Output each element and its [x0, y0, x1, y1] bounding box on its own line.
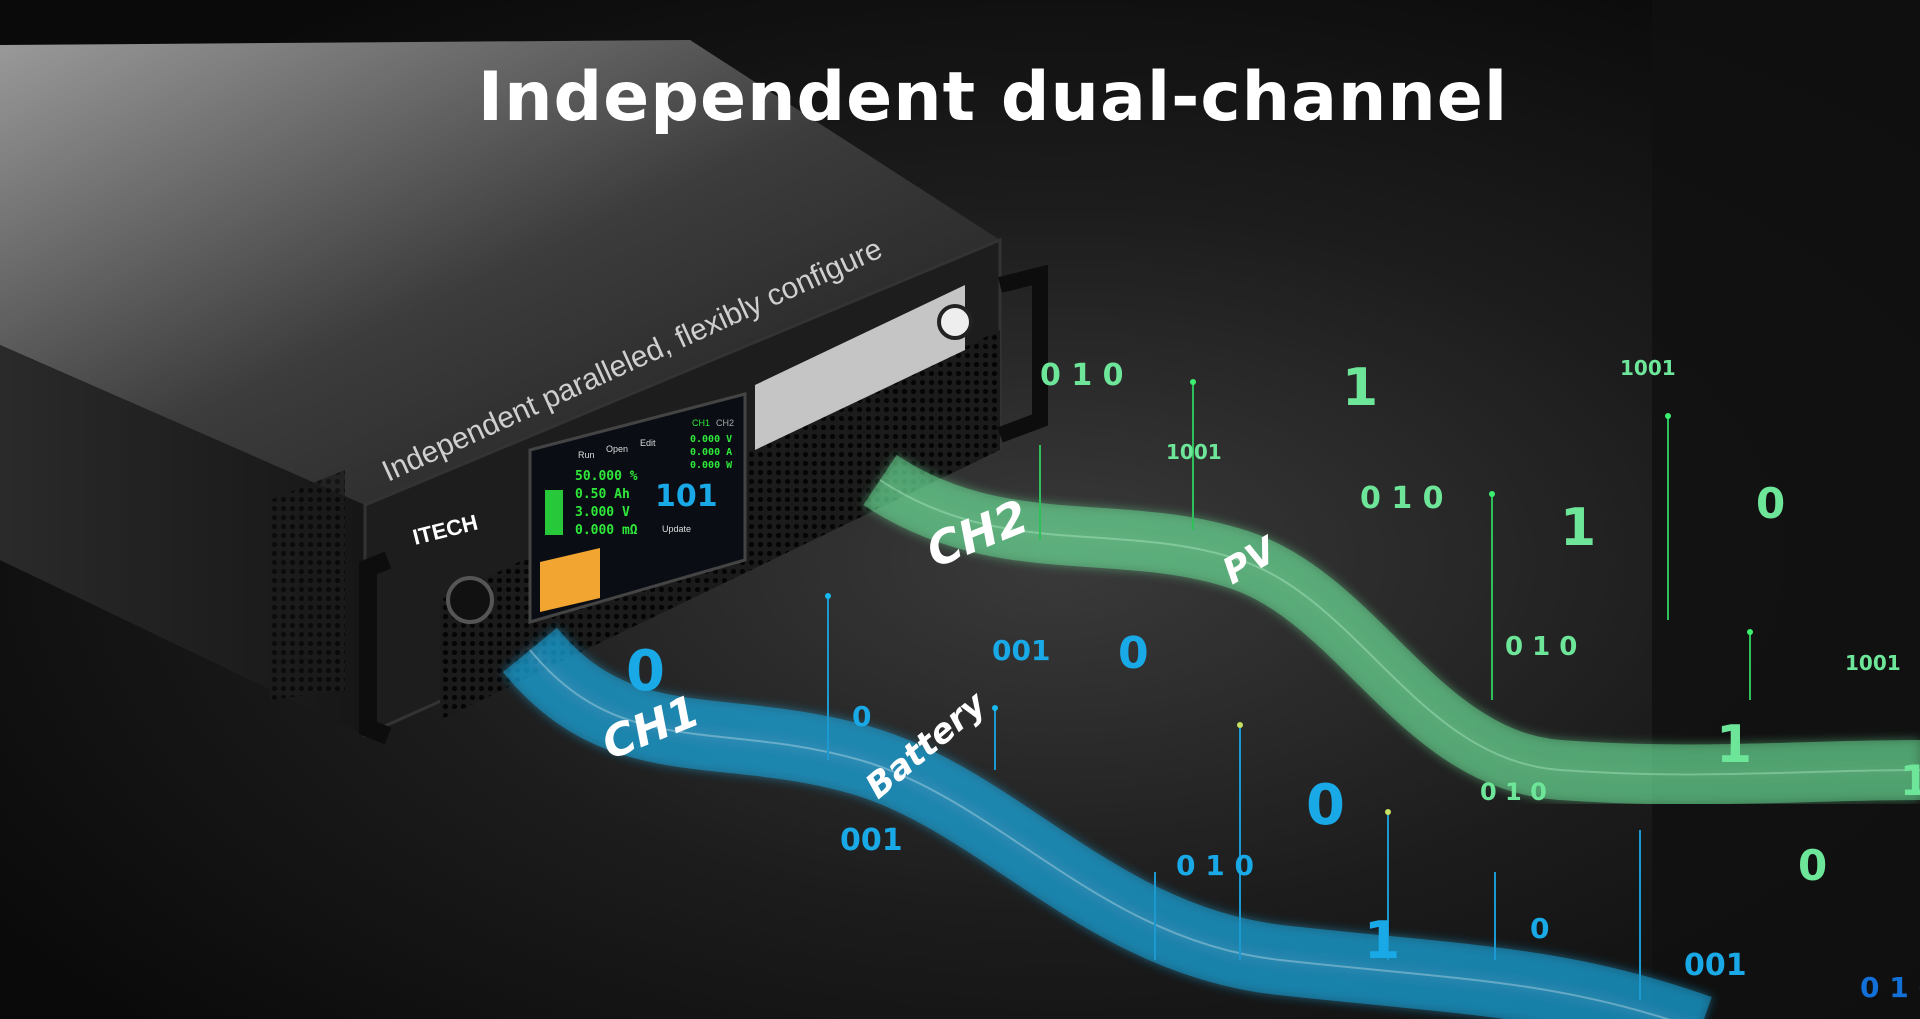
screen-tab-ch1: CH1 — [692, 418, 710, 428]
binary-label: 1001 — [1845, 651, 1901, 675]
binary-label: 0 1 0 — [1176, 849, 1254, 882]
screen-tab-ch2: CH2 — [716, 418, 734, 428]
binary-label: 1001 — [1620, 356, 1676, 380]
power-supply-device: ITECH CH1 CH2 0.000 V 0.000 A 0.000 W Ru… — [0, 40, 1048, 745]
screen-resistance: 0.000 mΩ — [575, 523, 638, 538]
binary-label: 1 — [1560, 498, 1596, 558]
binary-label: 1 — [1716, 715, 1752, 775]
binary-label: 0 1 0 — [1505, 632, 1577, 662]
binary-label: 0 1 0 — [1480, 778, 1547, 806]
binary-labels: 0 1 0 1 1001 1001 0 1 0 1 0 0 1 0 1001 1… — [626, 356, 1920, 1004]
binary-label: 0 — [1798, 841, 1827, 890]
binary-label: 0 1 0 — [1860, 971, 1920, 1004]
power-switch[interactable] — [446, 576, 494, 624]
ch2-ribbon — [863, 454, 1920, 805]
screen-table — [540, 548, 600, 612]
side-vent — [270, 470, 345, 700]
device-top — [0, 40, 1000, 505]
right-handle — [997, 264, 1048, 443]
screen-capacity: 0.50 Ah — [575, 487, 630, 502]
screen-run-button: Run — [578, 450, 595, 460]
screen-update-button: Update — [662, 524, 691, 534]
binary-label: 0 1 0 — [1360, 481, 1444, 516]
binary-label: 0 — [852, 700, 871, 733]
battery-level-icon — [545, 490, 563, 535]
rotary-knob[interactable] — [937, 304, 973, 340]
binary-label: 0 — [1756, 479, 1785, 528]
screen-ch2-current: 0.000 A — [690, 447, 732, 458]
ch1-ribbon — [502, 627, 1712, 1019]
binary-label: 0 — [1306, 773, 1345, 838]
binary-label: 0 — [1118, 628, 1149, 679]
binary-label: 1 — [1364, 911, 1400, 971]
binary-label: 1001 — [1166, 440, 1222, 464]
binary-label: 1 — [1900, 756, 1920, 805]
page-title: Independent dual-channel — [478, 58, 1508, 137]
screen-open-button: Open — [606, 444, 628, 454]
left-handle — [359, 551, 392, 745]
dark-side-panel — [1652, 0, 1920, 1019]
binary-label: 001 — [1684, 948, 1747, 983]
binary-label: 0 1 0 — [1040, 358, 1124, 393]
binary-label: 0 — [1530, 912, 1549, 945]
screen-ch2-voltage: 0.000 V — [690, 434, 732, 445]
data-lines — [825, 379, 1753, 1000]
keypad[interactable] — [755, 285, 965, 450]
screen-soc: 50.000 % — [575, 469, 638, 484]
screen-voltage: 3.000 V — [575, 505, 630, 520]
binary-label: 001 — [840, 823, 903, 858]
screen-ch2-power: 0.000 W — [690, 460, 733, 471]
binary-label: 101 — [655, 479, 718, 514]
binary-label: 001 — [992, 634, 1050, 667]
binary-label: 1 — [1342, 358, 1378, 418]
binary-label: 0 — [626, 639, 665, 704]
screen-edit-button: Edit — [640, 438, 656, 448]
